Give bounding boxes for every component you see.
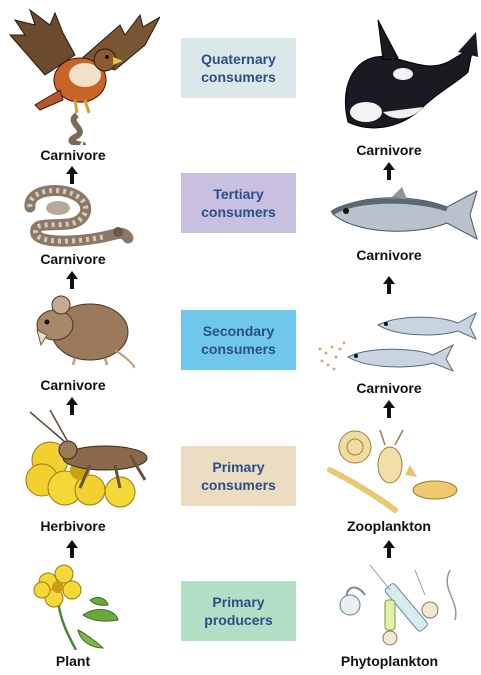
arrow-up-icon	[383, 400, 395, 418]
level-line2: consumers	[201, 476, 276, 494]
level-line2: producers	[204, 611, 272, 629]
arrow-up-icon	[383, 540, 395, 558]
zooplankton-illustration	[325, 425, 475, 515]
level-line2: consumers	[201, 68, 276, 86]
level-box-secondary-consumers: Secondary consumers	[181, 310, 296, 370]
land-label-3: Herbivore	[28, 518, 118, 534]
phytoplankton-illustration	[330, 560, 470, 650]
land-label-4: Plant	[28, 653, 118, 669]
mouse-illustration	[25, 290, 135, 370]
level-box-primary-consumers: Primary consumers	[181, 446, 296, 506]
arrow-up-icon	[66, 271, 78, 289]
level-box-quaternary-consumers: Quaternary consumers	[181, 38, 296, 98]
level-line1: Quaternary	[201, 50, 276, 68]
sea-label-0: Carnivore	[344, 142, 434, 158]
grasshopper-illustration	[20, 410, 150, 510]
level-box-tertiary-consumers: Tertiary consumers	[181, 173, 296, 233]
arrow-up-icon	[66, 540, 78, 558]
plant-illustration	[28, 560, 123, 650]
level-line1: Primary	[212, 458, 264, 476]
hawk-illustration	[5, 5, 160, 145]
land-label-2: Carnivore	[28, 377, 118, 393]
sea-label-2: Carnivore	[344, 380, 434, 396]
level-line1: Tertiary	[213, 185, 263, 203]
sea-label-4: Phytoplankton	[322, 653, 457, 669]
sea-label-3: Zooplankton	[330, 518, 448, 534]
arrow-up-icon	[383, 276, 395, 294]
arrow-up-icon	[383, 162, 395, 180]
snake-illustration	[18, 182, 138, 247]
level-box-primary-producers: Primary producers	[181, 581, 296, 641]
tuna-illustration	[322, 185, 481, 245]
level-line2: consumers	[201, 340, 276, 358]
fish-illustration	[318, 305, 478, 377]
land-label-1: Carnivore	[28, 251, 118, 267]
land-label-0: Carnivore	[28, 147, 118, 163]
level-line2: consumers	[201, 203, 276, 221]
level-line1: Secondary	[203, 322, 275, 340]
sea-label-1: Carnivore	[344, 247, 434, 263]
orca-illustration	[328, 12, 478, 137]
level-line1: Primary	[212, 593, 264, 611]
